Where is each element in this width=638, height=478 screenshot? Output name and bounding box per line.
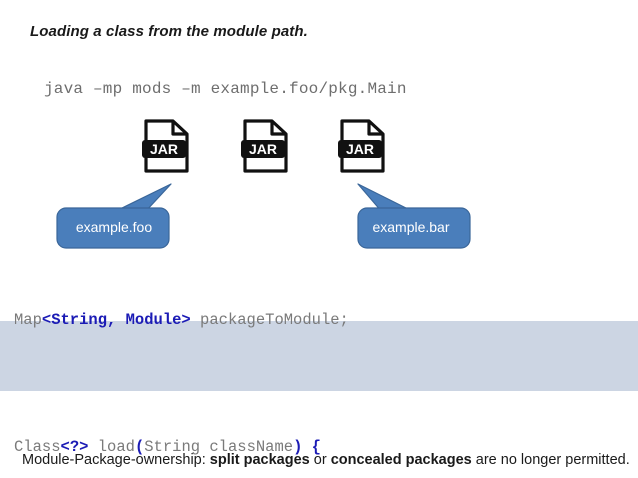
code-line-2: Class<?> load(String className) { bbox=[14, 437, 321, 456]
jar-icon-label: JAR bbox=[150, 141, 178, 157]
page-title: Loading a class from the module path. bbox=[30, 23, 308, 40]
callout-example-foo: example.foo bbox=[55, 182, 173, 250]
footer-bold-concealed-packages: concealed packages bbox=[330, 452, 472, 468]
jar-file-icon: JAR bbox=[142, 118, 192, 174]
code-line-1: Map<String, Module> packageToModule; bbox=[14, 311, 349, 329]
footer-suffix: are no longer permitted. bbox=[471, 452, 630, 468]
code-highlight-band bbox=[0, 321, 638, 391]
footer-prefix: Module-Package-ownership: bbox=[22, 452, 210, 468]
jar-icon-label: JAR bbox=[346, 141, 374, 157]
jar-file-icon: JAR bbox=[241, 118, 291, 174]
footer-bold-split-packages: split packages bbox=[209, 452, 310, 468]
jar-icon-label: JAR bbox=[249, 141, 277, 157]
code-line-blank bbox=[14, 380, 638, 389]
code-block: Map<String, Module> packageToModule; Cla… bbox=[14, 262, 638, 478]
footer-middle: or bbox=[309, 452, 331, 468]
footer-note: Module-Package-ownership: split packages… bbox=[22, 452, 630, 468]
java-command-line: java –mp mods –m example.foo/pkg.Main bbox=[44, 80, 407, 98]
jar-file-icon: JAR bbox=[338, 118, 388, 174]
callout-example-bar: example.bar bbox=[352, 182, 471, 250]
